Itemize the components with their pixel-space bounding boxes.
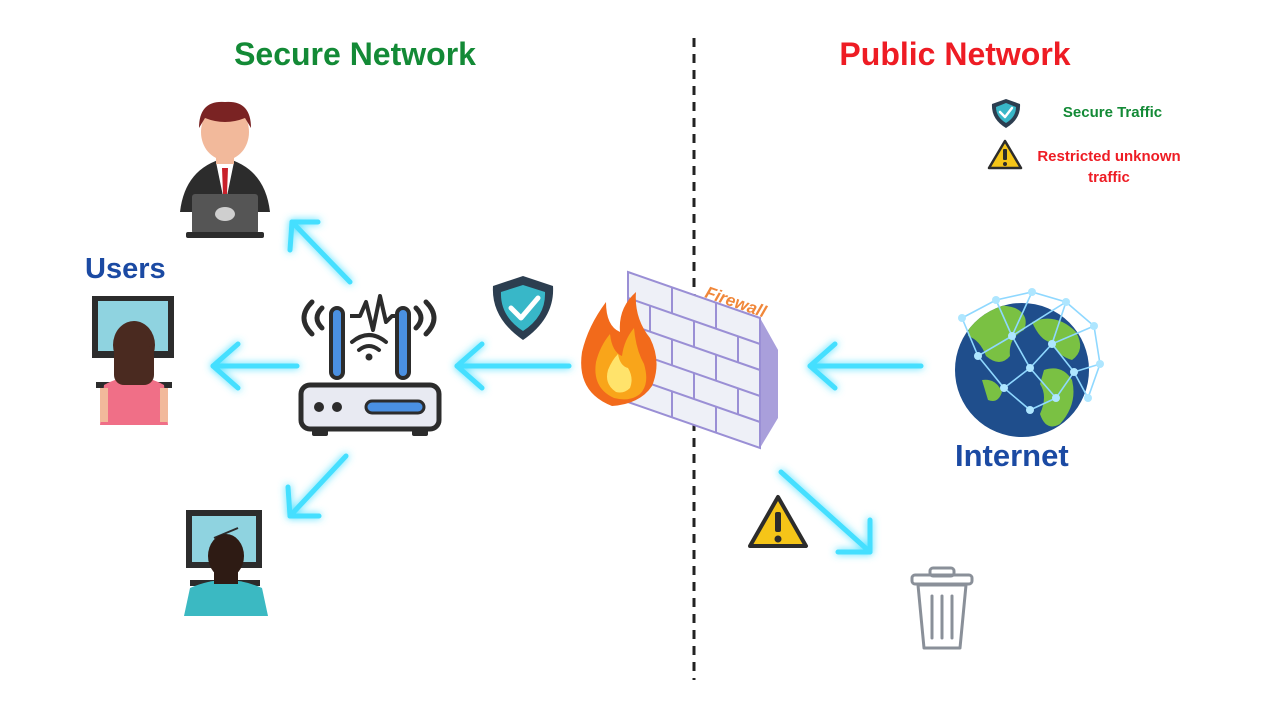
warning-icon bbox=[748, 495, 808, 548]
fire-icon bbox=[581, 292, 657, 406]
arrows bbox=[210, 219, 924, 555]
users-label: Users bbox=[85, 253, 166, 285]
legend-restricted-traffic: Restricted unknown traffic bbox=[1037, 148, 1181, 186]
public-network-title: Public Network bbox=[839, 36, 1071, 72]
legend-warning-icon bbox=[987, 139, 1023, 170]
trash-icon bbox=[910, 566, 974, 650]
arrow-internet-to-firewall bbox=[807, 341, 924, 391]
arrow-to-trash bbox=[778, 469, 873, 555]
legend-shield-icon bbox=[991, 99, 1021, 128]
arrow-to-bottom-user bbox=[285, 453, 349, 519]
arrow-to-top-user bbox=[287, 219, 353, 285]
legend-secure-traffic: Secure Traffic bbox=[1062, 104, 1163, 121]
internet-label: Internet bbox=[955, 438, 1069, 473]
arrow-to-left-user bbox=[210, 341, 300, 391]
arrow-firewall-to-router bbox=[454, 341, 572, 391]
router-icon bbox=[298, 294, 442, 436]
globe-network-icon bbox=[955, 288, 1104, 437]
person-laptop-icon bbox=[180, 101, 270, 238]
shield-check-icon bbox=[492, 276, 554, 340]
person-computer-icon bbox=[184, 510, 268, 616]
person-desktop-icon bbox=[92, 296, 174, 425]
secure-network-title: Secure Network bbox=[234, 36, 476, 72]
